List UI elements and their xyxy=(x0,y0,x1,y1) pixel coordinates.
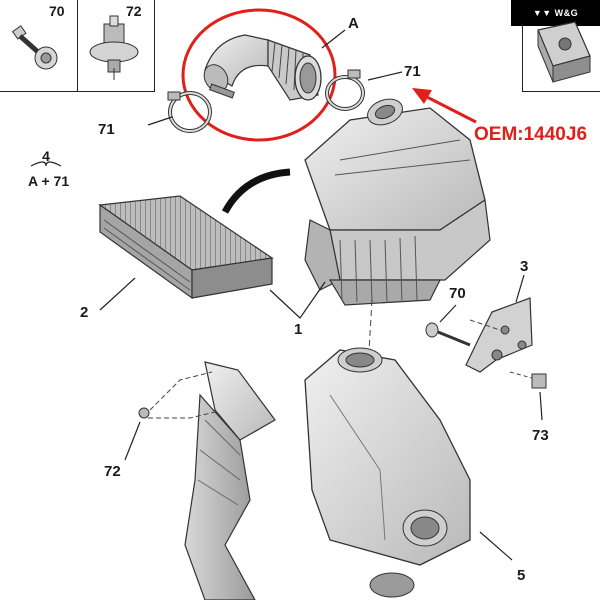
label-bracket-3: 3 xyxy=(520,258,529,275)
leader-line-1 xyxy=(269,281,326,319)
leader-line-3 xyxy=(515,274,525,303)
label-housing-1: 1 xyxy=(294,321,303,338)
legend-box-70: 70 xyxy=(0,0,78,92)
duct-axis xyxy=(149,371,213,411)
highlight-circle xyxy=(181,8,337,142)
legend-number-72: 72 xyxy=(126,3,142,19)
brand-text: W&G xyxy=(554,8,579,18)
brand-watermark: ▼▼ W&G xyxy=(511,0,600,26)
label-screw-72: 72 xyxy=(104,463,121,480)
clip-73-part xyxy=(509,371,547,389)
label-resonator-5: 5 xyxy=(517,567,526,584)
group-label-composition: A + 71 xyxy=(28,173,70,189)
leader-line-71-left xyxy=(147,116,173,126)
brand-logo-icon: ▼▼ xyxy=(532,8,552,18)
air-filter-housing xyxy=(304,98,491,306)
bolt-icon xyxy=(11,25,58,70)
intake-hose-a xyxy=(203,34,322,101)
hose-clamp-right xyxy=(325,69,365,111)
mounting-bracket xyxy=(465,297,533,373)
group-label-number: 4 xyxy=(42,148,50,164)
label-clamp-71-right: 71 xyxy=(404,63,421,80)
assembly-axis xyxy=(367,299,373,369)
legend-number-70: 70 xyxy=(49,3,65,19)
leader-line-73 xyxy=(539,391,543,421)
oem-arrow-icon xyxy=(412,88,477,124)
leader-line-70 xyxy=(439,304,457,323)
air-filter-element xyxy=(98,195,274,300)
intake-duct xyxy=(184,361,276,600)
hose-clamp-left xyxy=(167,91,212,133)
leader-line-a xyxy=(321,29,346,49)
group-brace xyxy=(30,161,62,167)
oem-part-number: OEM:1440J6 xyxy=(474,124,588,145)
label-hose-a: A xyxy=(348,15,359,32)
leader-line-5 xyxy=(479,531,513,561)
insert-arrow-icon xyxy=(221,168,291,214)
bolt-70-part xyxy=(425,322,471,347)
screw-axis xyxy=(148,411,216,419)
label-bolt-70: 70 xyxy=(449,285,466,302)
label-clip-73: 73 xyxy=(532,427,549,444)
leader-line-2 xyxy=(99,277,136,311)
group-label: 4 A + 71 xyxy=(28,148,70,189)
leader-line-72 xyxy=(124,421,141,461)
label-filter-2: 2 xyxy=(80,304,89,321)
push-rivet-icon xyxy=(89,15,139,80)
resonator-box xyxy=(304,347,471,598)
leader-line-71-right xyxy=(367,71,403,81)
bracket-axis xyxy=(469,319,501,331)
label-clamp-71-left: 71 xyxy=(98,121,115,138)
screw-72-part xyxy=(138,407,150,419)
square-nut-icon xyxy=(537,21,591,83)
